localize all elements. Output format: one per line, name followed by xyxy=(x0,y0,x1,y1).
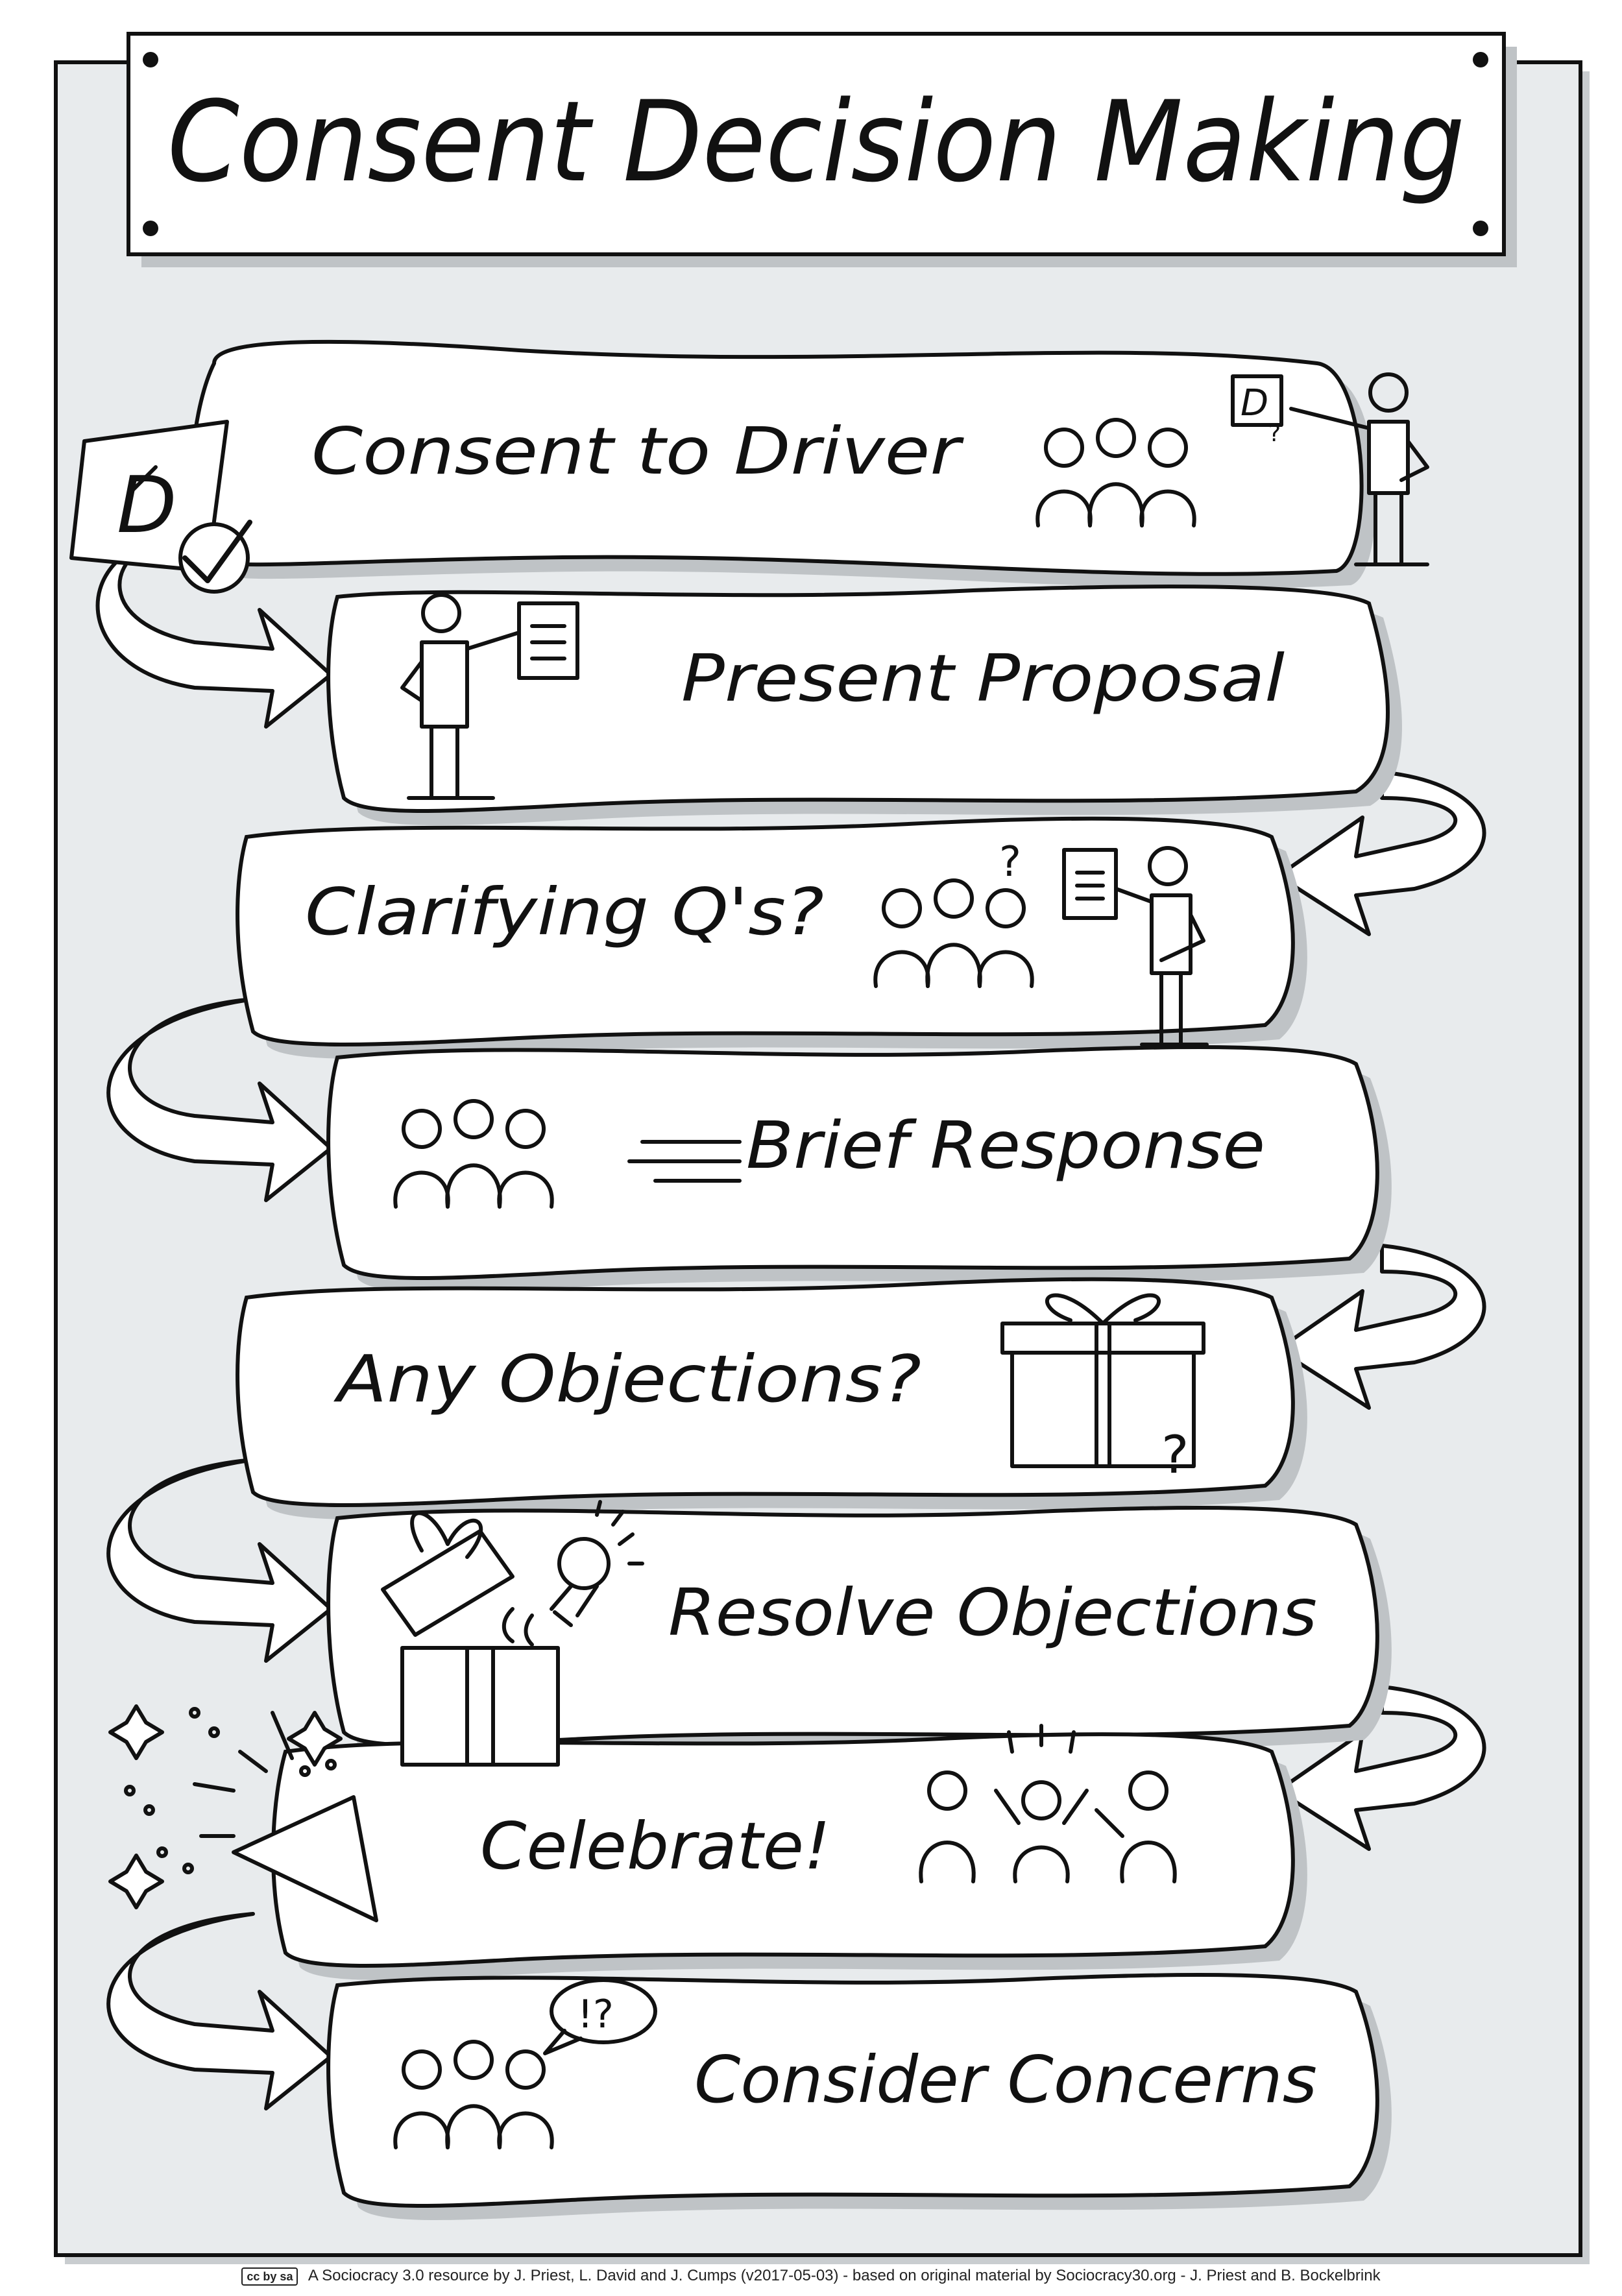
step-label: Consent to Driver xyxy=(311,413,965,489)
presenter-with-driver-card-icon: D ? xyxy=(1231,372,1429,566)
svg-text:?: ? xyxy=(1268,420,1281,447)
screw-dot xyxy=(1473,52,1488,67)
step-banner-3: Clarifying Q's? xyxy=(236,816,1307,1059)
gift-question-icon: ? xyxy=(1000,1293,1205,1485)
party-popper-icon xyxy=(108,1704,378,1922)
step-label: Brief Response xyxy=(746,1107,1265,1183)
step-label: Any Objections? xyxy=(333,1341,921,1417)
svg-text:D: D xyxy=(1241,382,1268,424)
footer-text: A Sociocracy 3.0 resource by J. Priest, … xyxy=(308,2267,1381,2284)
footer-credit: cc by sa A Sociocracy 3.0 resource by J.… xyxy=(0,2263,1622,2289)
flow-arrow-left xyxy=(106,1458,333,1663)
flow-arrows xyxy=(95,537,1486,2110)
group-people-icon xyxy=(393,1099,554,1209)
svg-text:?: ? xyxy=(1161,1425,1189,1485)
flow-arrow-right xyxy=(1276,770,1486,936)
concern-speech-mark: !? xyxy=(577,1992,614,2037)
flow-arrow-right xyxy=(1276,1685,1486,1851)
flow-arrow-left xyxy=(95,537,333,729)
svg-text:?: ? xyxy=(999,838,1021,886)
screw-dot xyxy=(143,52,158,67)
presenter-with-document-icon xyxy=(400,593,579,800)
screw-dot xyxy=(1473,221,1488,236)
open-gift-lightbulb-icon xyxy=(381,1500,644,1767)
step-label: Celebrate! xyxy=(480,1808,830,1884)
driver-card-check-icon: D xyxy=(69,420,252,594)
license-badge: cc by sa xyxy=(241,2267,298,2286)
step-banner-2: Present Proposal xyxy=(326,585,1402,825)
screw-dot xyxy=(143,221,158,236)
step-label: Consider Concerns xyxy=(694,2042,1317,2118)
celebrating-group-icon xyxy=(919,1724,1177,1883)
presenter-with-document-icon xyxy=(1062,846,1209,1046)
step-banner-1: Consent to Driver xyxy=(189,339,1376,588)
flow-arrow-right xyxy=(1276,1244,1486,1410)
step-label: Resolve Objections xyxy=(668,1575,1317,1650)
step-banner-8: Consider Concerns xyxy=(326,1973,1392,2220)
step-banner-7: Celebrate! xyxy=(271,1732,1307,1980)
flow-arrow-left xyxy=(106,1912,333,2110)
step-label: Clarifying Q's? xyxy=(305,874,824,950)
step-banner-4: Brief Response xyxy=(326,1045,1392,1292)
step-label: Present Proposal xyxy=(681,640,1285,716)
group-people-icon xyxy=(1035,418,1196,527)
group-asking-question-icon: ? xyxy=(873,838,1034,988)
page-title: Consent Decision Making xyxy=(167,77,1465,207)
group-with-concerns-icon: !? xyxy=(393,1978,657,2149)
title-sign: Consent Decision Making xyxy=(127,32,1517,267)
speed-lines-icon xyxy=(627,1140,742,1183)
flow-arrow-left xyxy=(106,997,333,1202)
